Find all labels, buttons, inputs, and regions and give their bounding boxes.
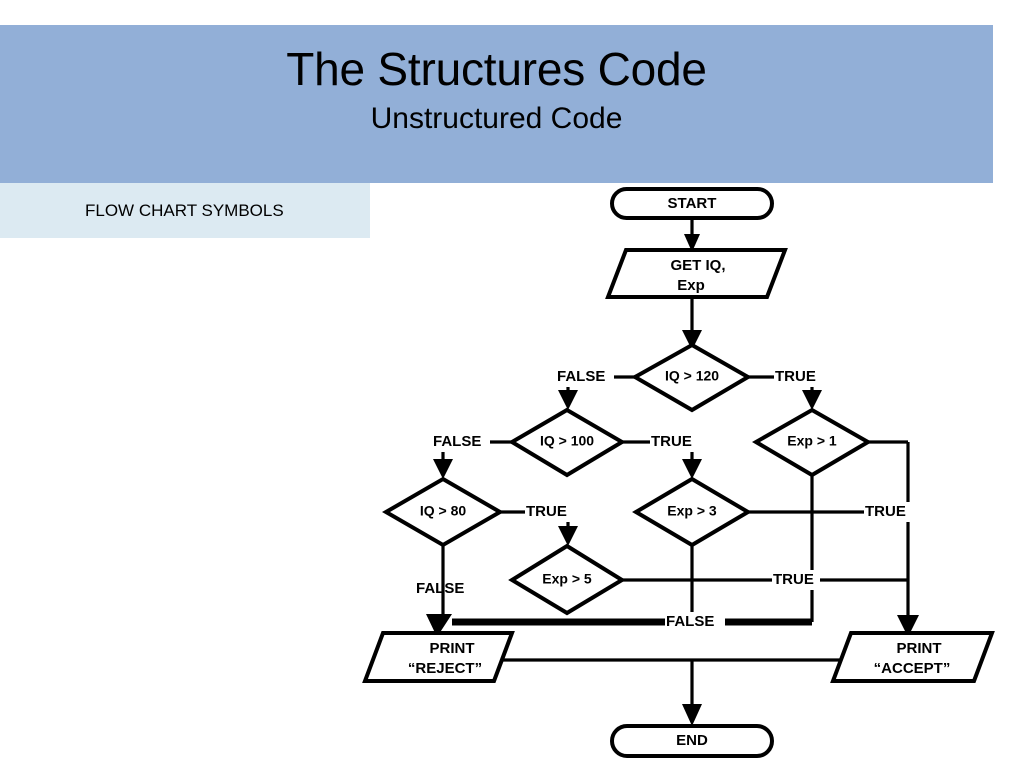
node-decision-exp1[interactable]: Exp > 1: [752, 407, 872, 478]
edge-label-iq100-true-text: TRUE: [651, 433, 692, 450]
edge-label-exp3-false: FALSE: [665, 612, 725, 632]
flow-chart-symbols-label: FLOW CHART SYMBOLS: [85, 201, 284, 220]
edge-label-exp1-true: TRUE: [864, 502, 912, 522]
edge-false-rail-to-reject: [426, 614, 812, 637]
node-decision-exp3-label: Exp > 3: [667, 503, 717, 519]
edge-label-iq80-true: TRUE: [525, 502, 573, 522]
edge-label-iq80-true-text: TRUE: [526, 503, 567, 520]
node-get-input[interactable]: GET IQ, Exp: [605, 248, 788, 299]
node-decision-iq100-label: IQ > 100: [540, 433, 594, 449]
edge-label-exp1-true-text: TRUE: [865, 503, 906, 520]
title-block: The Structures Code Unstructured Code: [0, 25, 993, 136]
edge-label-exp3-true: TRUE: [772, 570, 820, 590]
page-subtitle: Unstructured Code: [370, 101, 623, 135]
header-band: The Structures Code Unstructured Code: [0, 25, 993, 183]
edge-get-to-iq120: [682, 297, 702, 350]
edge-label-exp3-false-text: FALSE: [666, 613, 714, 630]
node-end[interactable]: END: [610, 724, 774, 758]
node-print-accept[interactable]: PRINT “ACCEPT”: [830, 631, 995, 683]
edge-label-iq120-false-text: FALSE: [557, 368, 605, 385]
node-end-label: END: [676, 732, 708, 749]
edge-label-iq120-true-text: TRUE: [775, 368, 816, 385]
node-print-reject[interactable]: PRINT “REJECT”: [362, 631, 515, 683]
caption-band: FLOW CHART SYMBOLS: [0, 183, 370, 238]
edge-label-exp3-true-text: TRUE: [773, 571, 814, 588]
edge-label-iq100-false-text: FALSE: [433, 433, 481, 450]
node-decision-exp5-label: Exp > 5: [542, 571, 592, 587]
edge-label-iq80-false-text: FALSE: [416, 580, 464, 597]
edge-start-to-get: [684, 216, 700, 252]
node-decision-iq100[interactable]: IQ > 100: [508, 407, 626, 478]
edge-label-iq120-false: FALSE: [556, 367, 614, 387]
node-start-label: START: [668, 195, 717, 212]
page-title: The Structures Code: [286, 43, 707, 95]
node-decision-iq120-label: IQ > 120: [665, 368, 719, 384]
node-get-input-label-line1: GET IQ,: [670, 257, 725, 274]
node-start[interactable]: START: [610, 187, 774, 220]
node-print-accept-label-line1: PRINT: [897, 640, 942, 657]
node-decision-iq80-label: IQ > 80: [420, 503, 467, 519]
node-decision-exp3[interactable]: Exp > 3: [632, 476, 752, 548]
edge-exp1-true-to-accept: [868, 440, 919, 637]
edge-label-iq120-true: TRUE: [774, 367, 822, 387]
node-print-accept-label-line2: “ACCEPT”: [874, 660, 951, 677]
node-print-reject-label-line2: “REJECT”: [408, 660, 482, 677]
node-decision-iq120[interactable]: IQ > 120: [630, 342, 752, 413]
edge-label-iq100-false: FALSE: [432, 432, 490, 452]
node-print-reject-label-line1: PRINT: [430, 640, 475, 657]
edge-rail-to-end: [682, 660, 702, 726]
edge-label-iq80-false: FALSE: [416, 580, 464, 597]
node-decision-exp1-label: Exp > 1: [787, 433, 837, 449]
node-decision-iq80[interactable]: IQ > 80: [382, 476, 504, 548]
edge-label-iq100-true: TRUE: [650, 432, 698, 452]
node-decision-exp5[interactable]: Exp > 5: [508, 543, 626, 616]
node-get-input-label-line2: Exp: [677, 277, 705, 294]
